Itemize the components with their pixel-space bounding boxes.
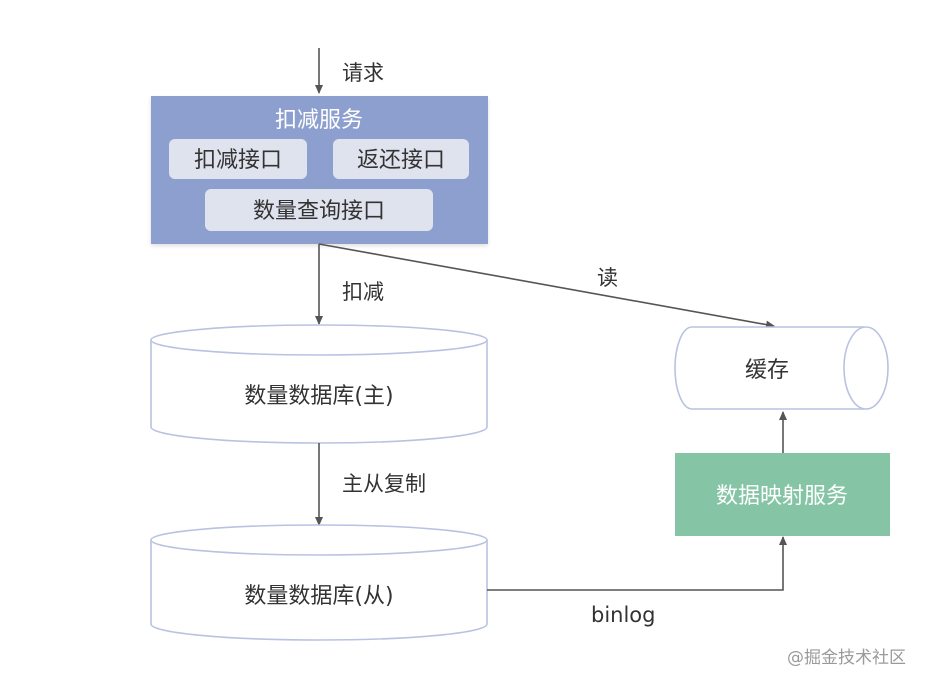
slave-database-label: 数量数据库(从): [244, 584, 393, 609]
mapping-service-box: 数据映射服务: [675, 453, 890, 536]
read-arrow: [318, 243, 775, 329]
query-interface-label: 数量查询接口: [253, 199, 385, 224]
cache-store: 缓存: [674, 326, 889, 410]
binlog-edge-label: binlog: [591, 603, 656, 627]
binlog-arrow: [487, 536, 787, 591]
mapping-service-label: 数据映射服务: [716, 484, 848, 509]
read-edge-label: 读: [597, 266, 618, 290]
deduct-interface-label: 扣减接口: [194, 148, 282, 173]
master-database-label: 数量数据库(主): [244, 384, 393, 409]
deduct-service-box: 扣减服务 扣减接口 返还接口 数量查询接口: [151, 96, 488, 244]
deduct-service-title: 扣减服务: [275, 108, 363, 133]
query-interface-pill: 数量查询接口: [205, 189, 433, 231]
master-database: 数量数据库(主): [150, 324, 488, 444]
return-interface-label: 返还接口: [357, 148, 445, 173]
replication-edge-label: 主从复制: [342, 472, 426, 496]
deduct-edge-label: 扣减: [342, 280, 384, 304]
slave-database: 数量数据库(从): [150, 524, 488, 641]
watermark: @掘金技术社区: [787, 648, 906, 668]
deduct-interface-pill: 扣减接口: [169, 139, 307, 179]
return-interface-pill: 返还接口: [333, 139, 469, 179]
request-label: 请求: [342, 61, 384, 85]
cache-label: 缓存: [745, 358, 789, 383]
